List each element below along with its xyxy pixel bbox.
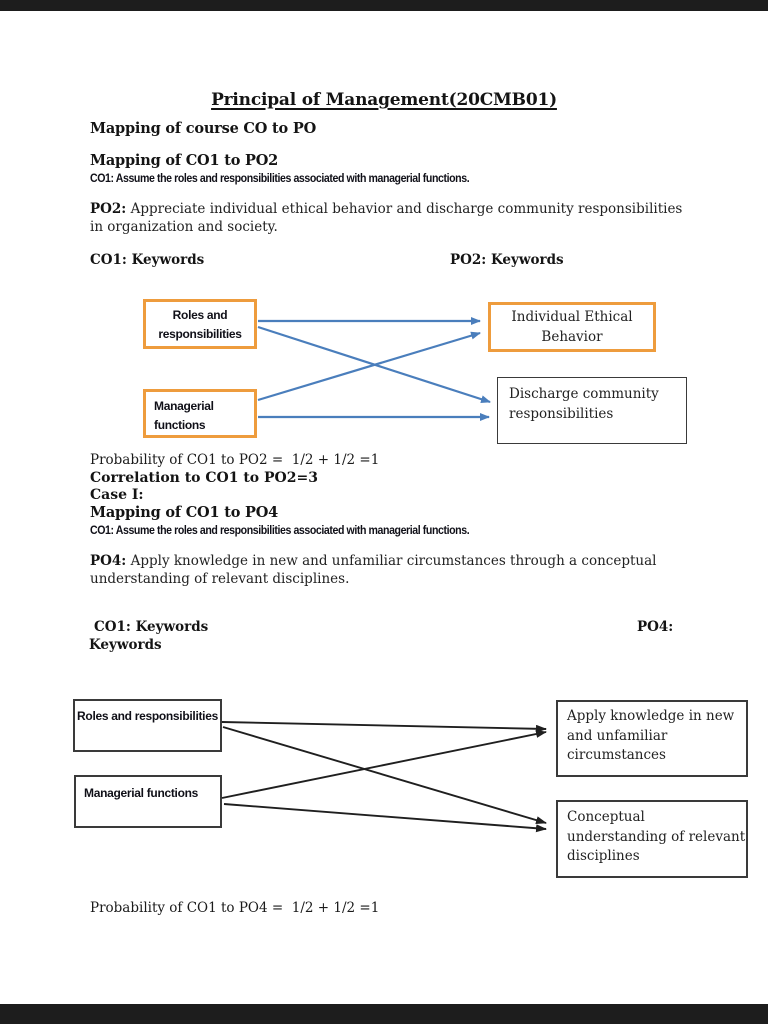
- po2-text: Appreciate individual ethical behavior a…: [90, 201, 683, 235]
- viewer-top-band: [0, 0, 768, 11]
- node-managerial-functions: Managerial functions: [143, 389, 257, 438]
- section1-probability-line: Probability of CO1 to PO2 = 1/2 + 1/2 =1: [90, 452, 380, 468]
- section1-heading: Mapping of CO1 to PO2: [90, 152, 279, 169]
- node-individual-ethical-behavior: Individual Ethical Behavior: [488, 302, 656, 352]
- intro-heading: Mapping of course CO to PO: [90, 120, 317, 137]
- po4-label: PO4:: [90, 553, 127, 569]
- document-title: Principal of Management(20CMB01): [211, 90, 557, 110]
- case-label: Case I:: [90, 487, 144, 503]
- section1-co1-keywords-label: CO1: Keywords: [90, 252, 205, 268]
- section1-co1-line: CO1: Assume the roles and responsibiliti…: [90, 173, 470, 185]
- edge2-managerial-to-apply: [221, 730, 547, 799]
- section1-po2-paragraph: PO2: Appreciate individual ethical behav…: [90, 201, 690, 237]
- section2-po4-keywords-label-part1: PO4:: [637, 619, 674, 635]
- po4-text: Apply knowledge in new and unfamiliar ci…: [90, 553, 657, 587]
- edge2-roles-to-conceptual: [222, 726, 547, 824]
- edge2-managerial-to-conceptual: [223, 803, 547, 833]
- node-roles-responsibilities: Roles and responsibilities: [143, 299, 257, 349]
- node2-roles-responsibilities: Roles and responsibilities: [73, 699, 222, 752]
- node2-conceptual-understanding: Conceptual understanding of relevant dis…: [556, 800, 748, 878]
- section2-po4-paragraph: PO4: Apply knowledge in new and unfamili…: [90, 553, 690, 589]
- edge-managerial-to-individual: [257, 331, 481, 402]
- section2-co1-keywords-label: CO1: Keywords: [94, 619, 209, 635]
- node2-apply-knowledge: Apply knowledge in new and unfamiliar ci…: [556, 700, 748, 777]
- node2-managerial-functions: Managerial functions: [74, 775, 222, 828]
- section1-po2-keywords-label: PO2: Keywords: [450, 252, 564, 268]
- edge-roles-to-discharge: [257, 325, 491, 404]
- po2-label: PO2:: [90, 201, 127, 217]
- section1-correlation-line: Correlation to CO1 to PO2=3: [90, 470, 318, 486]
- section2-heading: Mapping of CO1 to PO4: [90, 504, 279, 521]
- edge2-roles-to-apply: [221, 721, 547, 733]
- viewer-bottom-band: [0, 1004, 768, 1024]
- section2-probability-line: Probability of CO1 to PO4 = 1/2 + 1/2 =1: [90, 900, 380, 916]
- section2-po4-keywords-label-part2: Keywords: [89, 637, 162, 653]
- node-discharge-community-responsibilities: Discharge community responsibilities: [497, 377, 687, 444]
- section2-co1-line: CO1: Assume the roles and responsibiliti…: [90, 525, 470, 537]
